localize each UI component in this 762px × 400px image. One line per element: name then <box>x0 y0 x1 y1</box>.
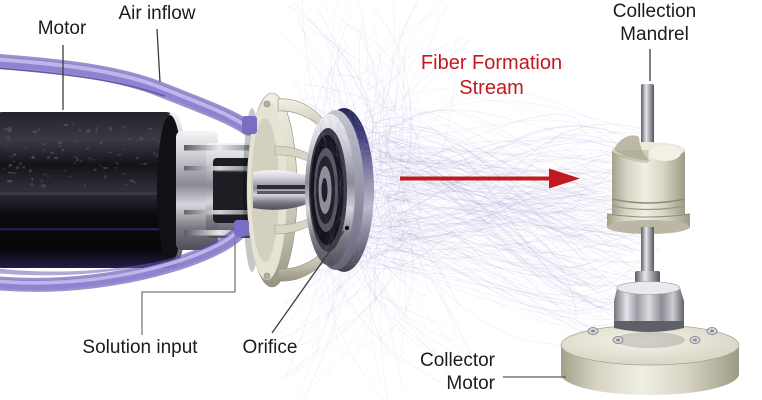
collector-chuck <box>614 281 684 332</box>
solution-input-leader-line <box>141 241 236 335</box>
air-inflow-label: Air inflow <box>118 3 196 24</box>
leader-lines <box>62 28 651 378</box>
nozzle-struts <box>253 98 342 282</box>
collection-mandrel-head <box>606 135 691 234</box>
nozzle-assembly <box>0 53 374 292</box>
orifice-point <box>344 225 350 231</box>
solution-tube <box>0 221 250 292</box>
fiber-stream <box>271 0 668 400</box>
motor-label: Motor <box>37 18 87 39</box>
solution-input-label: Solution input <box>82 337 198 358</box>
collection-mandrel-label-line2: Mandrel <box>620 24 689 45</box>
collector-motor-base <box>560 324 740 395</box>
orifice-label: Orifice <box>242 337 298 358</box>
orifice-leader-line <box>271 230 345 334</box>
collection-mandrel-label: Collection Mandrel <box>594 0 715 46</box>
orifice-disc <box>305 108 374 272</box>
fiber-stream-label-line2: Stream <box>459 77 524 99</box>
motor-texture <box>2 123 170 188</box>
fiber-formation-stream-label: Fiber Formation Stream <box>404 51 579 101</box>
air-tube <box>0 53 256 136</box>
collector-motor-label-line2: Motor <box>446 373 495 394</box>
air-inflow-leader-line <box>156 28 161 83</box>
collector-assembly <box>560 84 740 395</box>
flow-arrow-icon <box>400 168 580 189</box>
fiber-stream-label-line1: Fiber Formation <box>420 52 563 74</box>
collection-mandrel-label-line1: Collection <box>612 1 697 22</box>
base-screws <box>587 327 718 344</box>
collector-motor-label-line1: Collector <box>420 350 495 371</box>
mandrel-rod <box>641 84 654 154</box>
spray-motor-body <box>0 112 188 268</box>
shaft-collar <box>635 271 660 284</box>
collector-motor-label: Collector Motor <box>392 349 495 395</box>
